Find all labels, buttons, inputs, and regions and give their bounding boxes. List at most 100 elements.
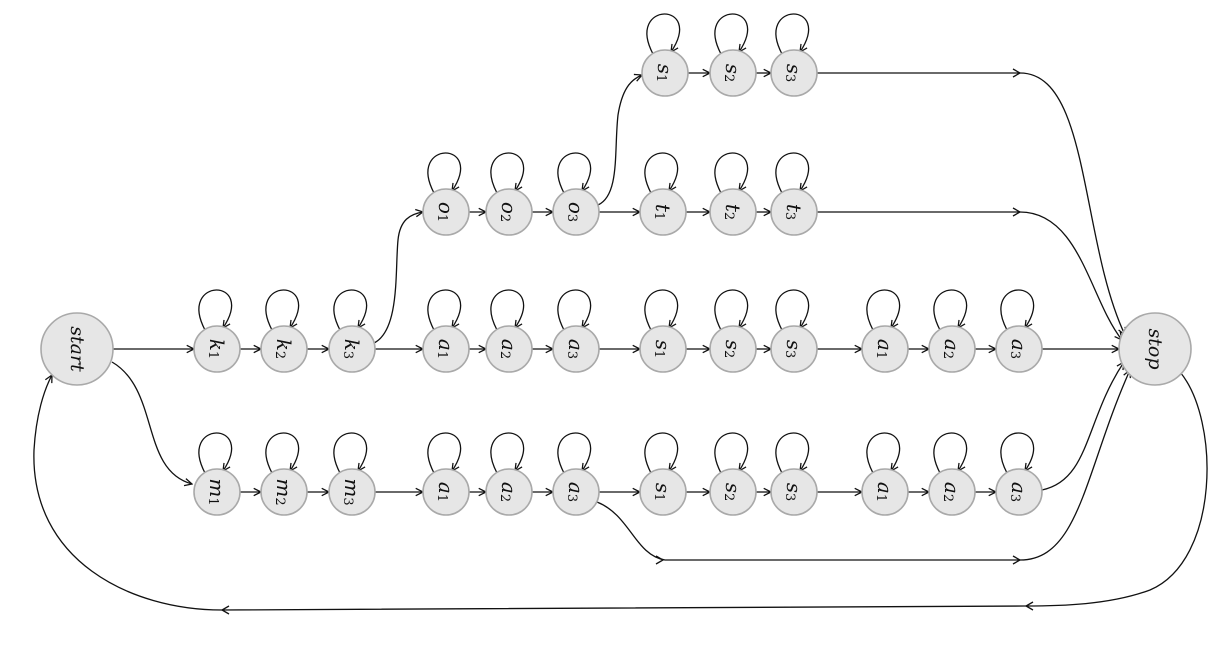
state-circle [639, 188, 687, 236]
state-sB2: s2 [709, 325, 757, 373]
state-label: start [66, 326, 88, 372]
state-circle [485, 325, 533, 373]
state-label: stop [1144, 329, 1166, 370]
state-m2: m2 [260, 468, 308, 516]
state-aA3: a3 [552, 325, 600, 373]
state-circle [485, 188, 533, 236]
self-loop-aB3 [1000, 289, 1035, 331]
state-label: t3 [782, 204, 806, 220]
self-loop-aA1 [427, 289, 462, 331]
state-aB2: a2 [928, 325, 976, 373]
self-loop-aA2 [490, 289, 525, 331]
self-loop-m2 [265, 432, 300, 474]
state-label: a2 [497, 482, 521, 502]
state-circle [709, 325, 757, 373]
state-aD2: a2 [928, 468, 976, 516]
state-aC2: a2 [485, 468, 533, 516]
self-loop-t3 [775, 152, 810, 194]
self-loop-sB2 [714, 289, 749, 331]
self-loop-o2 [490, 152, 525, 194]
state-label: o3 [564, 202, 588, 222]
state-circle [641, 49, 689, 97]
edge-arrowhead [1012, 555, 1022, 565]
state-circle [709, 188, 757, 236]
state-label: a2 [497, 339, 521, 359]
edge-arrowhead [1012, 207, 1022, 217]
state-label: a2 [940, 482, 964, 502]
state-label: s2 [721, 340, 745, 359]
state-circle [552, 468, 600, 516]
state-sB3: s3 [770, 325, 818, 373]
state-sA2: s2 [709, 49, 757, 97]
state-label: s1 [653, 64, 677, 83]
state-label: a3 [564, 482, 588, 502]
state-circle [770, 49, 818, 97]
state-label: t2 [721, 204, 745, 220]
state-circle [485, 468, 533, 516]
state-o1: o1 [422, 188, 470, 236]
state-circle [861, 325, 909, 373]
state-label: s3 [782, 483, 806, 502]
state-aD1: a1 [861, 468, 909, 516]
self-loop-aC3 [557, 432, 592, 474]
state-o3: o3 [552, 188, 600, 236]
self-loop-o3 [557, 152, 592, 194]
state-aC1: a1 [422, 468, 470, 516]
state-circle [328, 468, 376, 516]
state-circle [328, 325, 376, 373]
state-label: s3 [782, 340, 806, 359]
self-loop-t2 [714, 152, 749, 194]
self-loop-sA1 [646, 13, 681, 55]
self-loop-sC3 [775, 432, 810, 474]
state-sA1: s1 [641, 49, 689, 97]
state-label: k2 [272, 339, 296, 359]
state-label: m1 [205, 478, 229, 505]
self-loop-o1 [427, 152, 462, 194]
state-label: a1 [434, 482, 458, 502]
state-label: s2 [721, 483, 745, 502]
state-aB3: a3 [995, 325, 1043, 373]
state-circle [552, 188, 600, 236]
state-circle [709, 49, 757, 97]
edge-k3-to-o1 [373, 212, 423, 344]
state-circle [193, 468, 241, 516]
edge-start-to-m1 [111, 361, 192, 484]
state-circle [639, 468, 687, 516]
self-loop-m1 [198, 432, 233, 474]
state-m3: m3 [328, 468, 376, 516]
state-label: a1 [873, 482, 897, 502]
state-circle [260, 325, 308, 373]
state-circle [639, 325, 687, 373]
state-circle [1118, 312, 1192, 386]
state-label: m2 [272, 478, 296, 505]
state-label: k3 [340, 339, 364, 359]
edge-t3-to-stop [817, 211, 1122, 340]
state-label: a3 [1007, 339, 1031, 359]
state-label: a3 [564, 339, 588, 359]
edge-arrowhead [1012, 68, 1022, 78]
state-t2: t2 [709, 188, 757, 236]
state-circle [770, 468, 818, 516]
state-label: a2 [940, 339, 964, 359]
state-circle [861, 468, 909, 516]
self-loop-t1 [644, 152, 679, 194]
state-m1: m1 [193, 468, 241, 516]
state-sA3: s3 [770, 49, 818, 97]
state-circle [770, 325, 818, 373]
state-label: s1 [651, 340, 675, 359]
state-label: o1 [434, 202, 458, 222]
self-loop-aD2 [933, 432, 968, 474]
state-aB1: a1 [861, 325, 909, 373]
state-aA1: a1 [422, 325, 470, 373]
state-k2: k2 [260, 325, 308, 373]
state-circle [193, 325, 241, 373]
state-circle [552, 325, 600, 373]
edge-sA3-to-stop [817, 72, 1125, 335]
state-label: a1 [434, 339, 458, 359]
self-loop-aB1 [866, 289, 901, 331]
self-loop-sC2 [714, 432, 749, 474]
state-label: s1 [651, 483, 675, 502]
state-sC2: s2 [709, 468, 757, 516]
self-loop-aD3 [1000, 432, 1035, 474]
